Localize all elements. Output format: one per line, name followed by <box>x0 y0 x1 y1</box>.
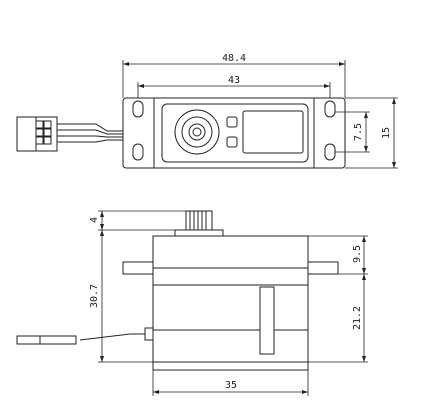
dim-hole-spacing: 43 <box>228 75 240 86</box>
side-dim-lines <box>98 210 368 396</box>
output-spline <box>174 210 224 237</box>
dim-lower-height: 21.2 <box>352 306 363 330</box>
dim-upper-height: 9.5 <box>352 245 363 263</box>
bottom-cap <box>152 362 309 371</box>
side-connector <box>16 335 77 345</box>
dim-total-height: 30.7 <box>89 284 100 308</box>
connector-plug <box>16 116 58 152</box>
top-dim-arrows <box>123 62 396 168</box>
dim-inner-height: 7.5 <box>353 123 364 141</box>
case-top <box>153 97 315 169</box>
side-dim-arrows <box>100 211 366 394</box>
cable-exit <box>144 327 153 341</box>
cable-wires <box>57 123 124 143</box>
dim-body-width: 35 <box>225 380 237 391</box>
mount-hole-top-left <box>132 100 144 118</box>
mount-hole-bottom-left <box>132 143 144 161</box>
dim-overall-height: 15 <box>381 127 392 139</box>
upper-case <box>152 235 309 269</box>
top-dim-lines <box>122 60 398 169</box>
dim-spline-height: 4 <box>89 217 100 223</box>
side-slot <box>259 286 275 355</box>
side-mount-tabs <box>122 261 339 275</box>
mount-hole-bottom-right <box>324 143 336 161</box>
side-cable <box>79 333 145 341</box>
top-view <box>16 60 398 169</box>
side-view <box>16 210 368 396</box>
dim-overall-width: 48.4 <box>222 53 246 64</box>
lower-case <box>152 267 309 363</box>
